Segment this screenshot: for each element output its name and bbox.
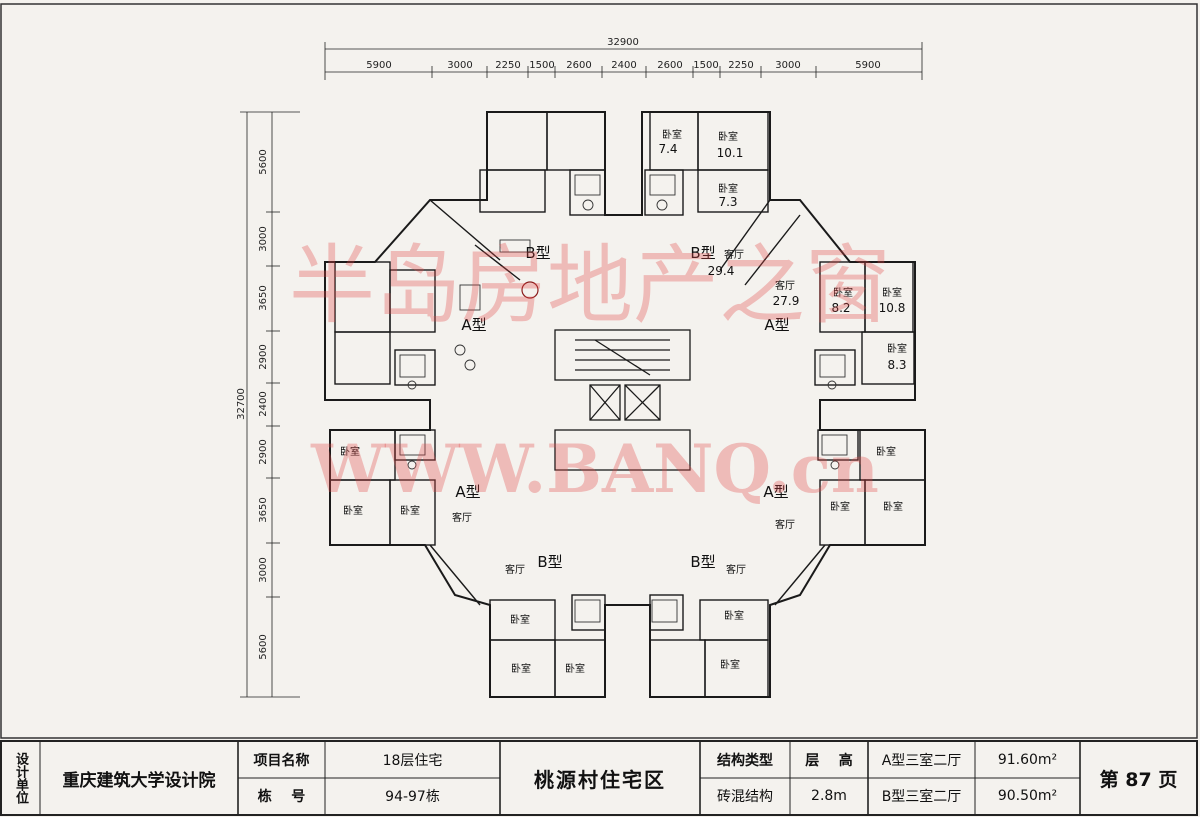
top-dimension: 2400	[611, 60, 636, 71]
top-dimension-chain	[324, 42, 923, 80]
unit-ne-rooms	[644, 111, 915, 386]
room-area: 7.3	[718, 195, 737, 209]
room-label: 卧室	[720, 658, 740, 671]
room-label: 卧室	[718, 182, 738, 195]
room-area: 8.3	[887, 358, 906, 372]
room-label: 客厅	[505, 563, 525, 576]
room-area: 29.4	[708, 264, 735, 278]
room-area: 10.1	[717, 146, 744, 160]
fixtures	[399, 174, 848, 623]
top-dimension: 2600	[657, 60, 682, 71]
unit-sw-rooms	[329, 429, 606, 698]
left-dimension-chain	[240, 111, 300, 698]
room-area: 27.9	[773, 294, 800, 308]
watermark-chinese: 半岛房地产之窗	[289, 236, 891, 336]
unit-nw-rooms	[334, 111, 606, 386]
left-dimension: 5600	[258, 634, 269, 659]
page-number: 第 87 页	[1099, 768, 1178, 791]
elevator-2	[624, 384, 661, 421]
room-label: 卧室	[340, 445, 360, 458]
sheet-border	[0, 3, 1198, 739]
elevator-1	[589, 384, 621, 421]
top-dimension: 3000	[447, 60, 472, 71]
type-a-description: A型三室二厅	[881, 753, 962, 769]
left-dimension: 5600	[258, 149, 269, 174]
top-dimension: 5900	[855, 60, 880, 71]
room-area: 7.4	[658, 142, 677, 156]
unit-type-label: B型	[525, 244, 550, 262]
room-label: 卧室	[882, 286, 902, 299]
room-label: 客厅	[452, 511, 472, 524]
room-label: 客厅	[726, 563, 746, 576]
structure-type-label: 结构类型	[717, 753, 773, 769]
unit-type-label: A型	[455, 483, 480, 501]
project-name-label: 项目名称	[253, 753, 310, 769]
type-a-area: 91.60m²	[997, 752, 1058, 768]
unit-type-label: B型	[690, 244, 715, 262]
type-b-description: B型三室二厅	[881, 789, 962, 805]
unit-type-label: B型	[690, 553, 715, 571]
room-label: 卧室	[724, 609, 744, 622]
room-area: 10.8	[879, 301, 906, 315]
room-label: 卧室	[565, 662, 585, 675]
title-block: 设计单位 重庆建筑大学设计院 项目名称 18层住宅 栋 号 94-97栋 桃源村…	[0, 740, 1200, 817]
structure-type: 砖混结构	[717, 789, 773, 805]
unit-type-label: B型	[537, 553, 562, 571]
design-unit-label: 设计单位	[13, 752, 28, 804]
top-dimension: 5900	[366, 60, 391, 71]
top-dimension: 2250	[495, 60, 520, 71]
design-unit: 重庆建筑大学设计院	[62, 770, 216, 791]
core	[554, 329, 691, 471]
floor-height-label: 层 高	[805, 753, 853, 769]
plant-icon	[521, 281, 539, 299]
top-dimension: 2600	[566, 60, 591, 71]
left-dimension: 2400	[258, 391, 269, 416]
top-dimension: 2250	[728, 60, 753, 71]
type-b-area: 90.50m²	[997, 788, 1058, 804]
watermark-url: WWW.BANQ.cn	[310, 430, 879, 508]
building-no-label: 栋 号	[257, 789, 306, 805]
room-label: 卧室	[830, 500, 850, 513]
room-label: 卧室	[718, 130, 738, 143]
total-width-dimension: 32900	[607, 37, 639, 48]
room-label: 卧室	[662, 128, 682, 141]
room-label: 客厅	[775, 518, 795, 531]
room-label: 卧室	[883, 500, 903, 513]
room-label: 卧室	[511, 662, 531, 675]
total-height-dimension: 32700	[236, 388, 247, 420]
room-label: 卧室	[400, 504, 420, 517]
room-label: 卧室	[343, 504, 363, 517]
room-area: 8.2	[831, 301, 850, 315]
top-dimension: 1500	[693, 60, 718, 71]
project-name: 18层住宅	[382, 753, 443, 769]
floor-height: 2.8m	[811, 788, 847, 804]
left-dimension: 2900	[258, 344, 269, 369]
floor-plan: 32900 5900 3000 2250 1500 2600 2400 2600…	[0, 3, 1198, 739]
title-block-grid	[0, 740, 1198, 816]
unit-type-label: A型	[763, 483, 788, 501]
unit-se-rooms	[649, 429, 926, 698]
district-name: 桃源村住宅区	[534, 767, 666, 792]
top-dimension: 3000	[775, 60, 800, 71]
room-label: 客厅	[775, 279, 795, 292]
left-dimension: 3000	[258, 557, 269, 582]
unit-type-label: A型	[764, 316, 789, 334]
room-label: 客厅	[724, 248, 744, 261]
left-dimension: 3000	[258, 226, 269, 251]
room-label: 卧室	[510, 613, 530, 626]
left-dimension: 3650	[258, 497, 269, 522]
room-label: 卧室	[876, 445, 896, 458]
left-dimension: 2900	[258, 439, 269, 464]
room-label: 卧室	[833, 286, 853, 299]
building-no: 94-97栋	[385, 789, 440, 805]
top-dimension: 1500	[529, 60, 554, 71]
room-label: 卧室	[887, 342, 907, 355]
left-dimension: 3650	[258, 285, 269, 310]
unit-type-label: A型	[461, 316, 486, 334]
